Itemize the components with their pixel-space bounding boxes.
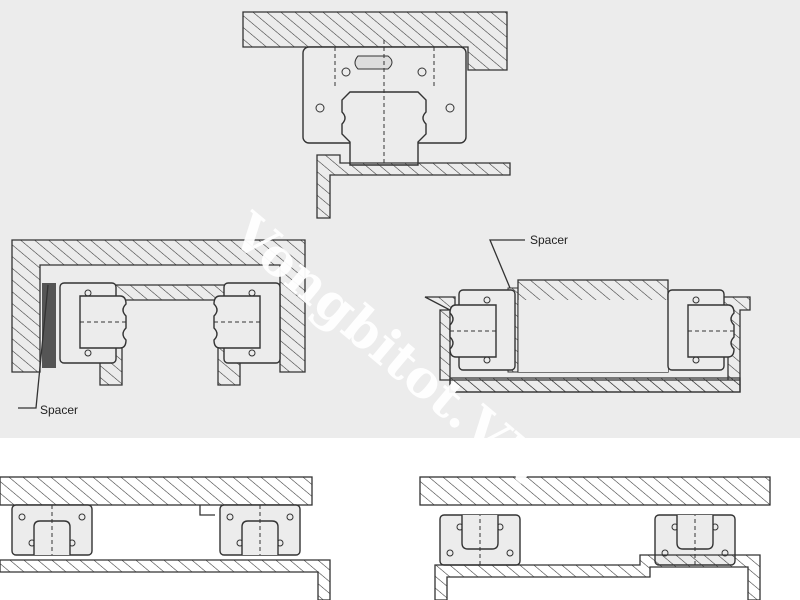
u-frame xyxy=(11,239,306,373)
rail-right xyxy=(687,304,735,358)
diagram-right-middle: Spacer xyxy=(424,233,751,393)
top-table xyxy=(419,476,771,506)
rail-left xyxy=(449,304,497,358)
spacer-label-left: Spacer xyxy=(40,403,78,417)
diagram-top-center xyxy=(242,11,511,219)
rail-left xyxy=(79,295,127,349)
spacer-leader-line xyxy=(18,284,49,409)
diagram-left-middle: Spacer xyxy=(11,239,306,417)
grease-nipple-icon xyxy=(354,55,393,70)
base xyxy=(316,154,511,219)
table-step xyxy=(199,505,215,516)
diagram-bottom-right xyxy=(419,476,771,600)
base xyxy=(0,559,331,600)
spacer-label-right: Spacer xyxy=(530,233,568,247)
spacer-leader-line xyxy=(489,239,525,289)
rail-right xyxy=(213,295,261,349)
top-table xyxy=(0,476,313,506)
base-floor xyxy=(449,377,741,393)
base xyxy=(434,554,761,600)
guide-block-right xyxy=(219,504,301,556)
guide-block-left xyxy=(439,514,521,566)
top-beam xyxy=(242,11,508,71)
guide-block-left xyxy=(11,504,93,556)
diagram-bottom-left xyxy=(0,476,331,600)
